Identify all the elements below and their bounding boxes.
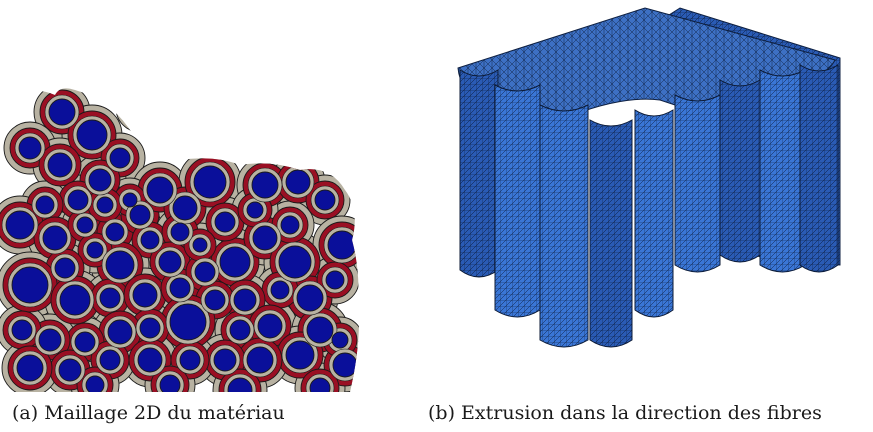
fiber-9 [5, 210, 35, 240]
fiber-20 [105, 250, 135, 280]
fiber-48 [306, 316, 334, 344]
fiber-51 [213, 348, 237, 372]
fiber-49 [285, 340, 315, 370]
fiber-40 [169, 303, 207, 341]
caption-panel-a: (a) Maillage 2D du matériau [12, 402, 285, 424]
inner-matrix-ring-3 [126, 94, 154, 122]
fiber-31 [278, 245, 312, 279]
fiber-17 [140, 230, 160, 250]
fiber-29 [219, 246, 251, 278]
fiber-42 [107, 319, 133, 345]
fiber-22 [54, 257, 76, 279]
fiber-33 [285, 169, 311, 195]
fiber-37 [270, 280, 290, 300]
fiber-3 [130, 98, 150, 118]
fiber-8 [35, 195, 55, 215]
fiber-45 [11, 319, 33, 341]
mesh-3d-extrusion-image [457, 7, 841, 348]
fiber-44 [38, 328, 62, 352]
fiber-1 [76, 119, 108, 151]
fiber-67 [159, 374, 181, 392]
fiber-64 [325, 270, 345, 290]
fiber-39 [204, 289, 226, 311]
fiber-56 [16, 354, 44, 382]
fiber-69 [309, 377, 331, 392]
fiber-25 [99, 287, 121, 309]
extruded-fiber-column-4 [634, 109, 674, 318]
fiber-6 [88, 168, 112, 192]
fiber-32 [251, 171, 279, 199]
fiber-11 [76, 216, 94, 234]
fiber-65 [331, 331, 349, 349]
fiber-14 [146, 176, 174, 204]
fiber-68 [227, 377, 253, 392]
fiber-15 [172, 195, 198, 221]
fiber-34 [314, 189, 336, 211]
interphase-ring-3 [121, 89, 159, 127]
panel-a-2d-mesh [0, 0, 380, 392]
extruded-fiber-column-1 [494, 84, 541, 318]
fiber-62 [96, 196, 114, 214]
fiber-30 [252, 225, 278, 251]
fiber-55 [58, 358, 82, 382]
fiber-60 [192, 237, 208, 253]
fiber-54 [99, 349, 121, 371]
extruded-fiber-column-2 [539, 104, 589, 348]
fiber-66 [85, 375, 105, 392]
fiber-36 [296, 284, 324, 312]
extruded-fiber-column-6 [719, 79, 761, 263]
fiber-28 [194, 261, 216, 283]
fiber-10 [42, 225, 68, 251]
fiber-23 [11, 266, 49, 304]
fiber-53 [137, 347, 163, 373]
fiber-7 [67, 189, 89, 211]
mesh-2d-image [0, 88, 359, 392]
fiber-5 [47, 152, 73, 178]
extruded-fiber-column-7 [759, 69, 806, 273]
fiber-38 [233, 288, 257, 312]
fiber-58 [280, 215, 300, 235]
extruded-fiber-column-3 [589, 119, 633, 348]
fiber-24 [59, 284, 91, 316]
fiber-59 [214, 211, 236, 233]
fiber-13 [129, 204, 151, 226]
fiber-57 [332, 352, 358, 378]
extruded-fiber-column-0 [459, 69, 499, 278]
fiber-35 [327, 230, 357, 260]
fiber-43 [74, 331, 96, 353]
fiber-63 [246, 201, 264, 219]
fiber-50 [246, 346, 274, 374]
fiber-46 [229, 319, 251, 341]
fiber-52 [179, 349, 201, 371]
extruded-fiber-column-5 [674, 94, 721, 273]
fiber-21 [86, 241, 104, 259]
fiber-2 [109, 147, 131, 169]
fiber-26 [132, 282, 158, 308]
fiber-4 [18, 136, 42, 160]
fiber-41 [139, 317, 161, 339]
caption-panel-b: (b) Extrusion dans la direction des fibr… [428, 402, 822, 424]
fiber-0 [48, 98, 76, 126]
fiber-19 [158, 250, 182, 274]
fiber-27 [169, 277, 191, 299]
fiber-12 [105, 222, 125, 242]
fiber-18 [170, 222, 190, 242]
panel-b-extruded-mesh [440, 0, 873, 392]
fiber-47 [257, 313, 283, 339]
extruded-fiber-column-8 [799, 64, 839, 273]
fiber-16 [193, 165, 227, 199]
matrix-ring-3 [115, 88, 165, 133]
fiber-61 [122, 192, 138, 208]
